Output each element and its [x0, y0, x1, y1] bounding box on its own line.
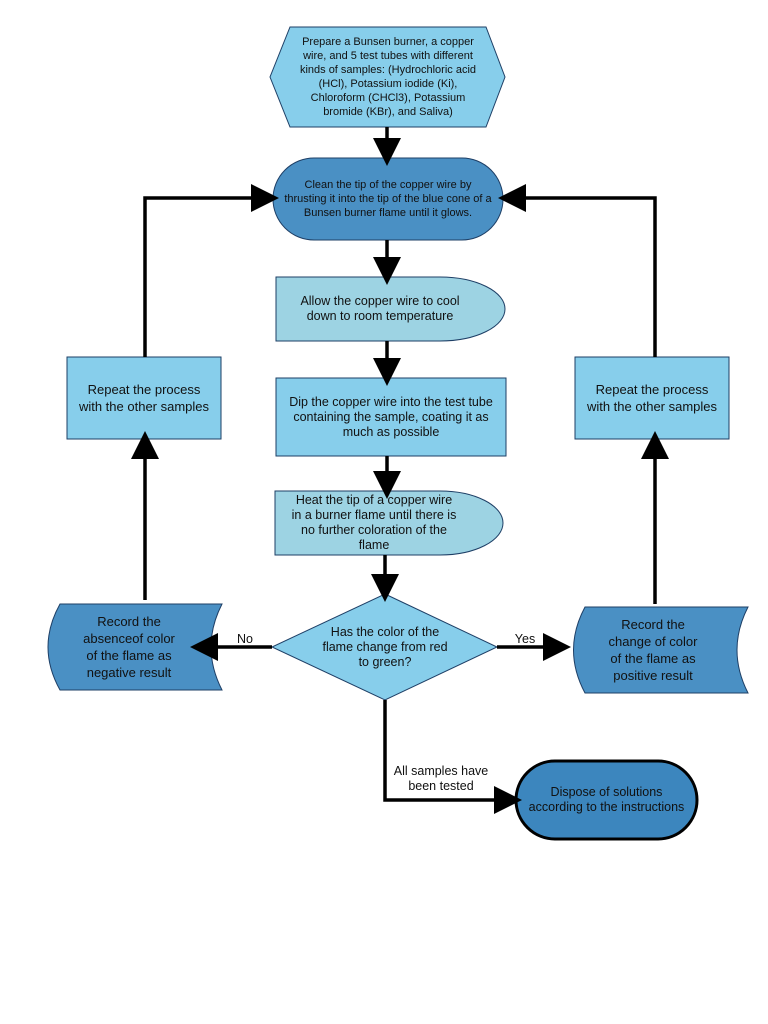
repeat-left-shape [66, 356, 222, 440]
heat-text: Heat the tip of a copper wire in a burne… [291, 493, 457, 552]
connector-decision-dispose [383, 700, 522, 814]
connector-repeat-left-clean [143, 184, 279, 357]
edge-label-all-tested: All samples have been tested [393, 764, 489, 793]
dip-shape [275, 377, 507, 457]
node-prepare: Prepare a Bunsen burner, a copper wire, … [282, 29, 494, 125]
connector-repeat-right-clean [498, 184, 657, 357]
node-decision: Has the color of the flame change from r… [310, 612, 460, 682]
cool-text: Allow the copper wire to cool down to ro… [300, 294, 460, 323]
dip-text: Dip the copper wire into the test tube c… [289, 394, 493, 439]
node-repeat-left: Repeat the process with the other sample… [67, 357, 221, 439]
edge-label-yes: Yes [514, 632, 536, 646]
record-positive-shape [573, 606, 749, 694]
heat-shape [274, 490, 504, 556]
record-negative-text: Record the absenceof color of the flame … [83, 614, 175, 680]
prepare-text: Prepare a Bunsen burner, a copper wire, … [299, 36, 477, 118]
node-record-positive: Record the change of color of the flame … [580, 607, 726, 693]
node-repeat-right: Repeat the process with the other sample… [575, 357, 729, 439]
node-dispose: Dispose of solutions according to the in… [520, 764, 693, 836]
repeat-right-shape [574, 356, 730, 440]
prepare-shape [269, 26, 506, 128]
node-cool: Allow the copper wire to cool down to ro… [280, 279, 480, 339]
clean-text: Clean the tip of the copper wire by thru… [284, 179, 492, 219]
edge-label-no: No [237, 632, 253, 646]
dispose-text: Dispose of solutions according to the in… [528, 785, 685, 814]
repeat-right-text: Repeat the process with the other sample… [586, 382, 718, 414]
cool-shape [275, 276, 506, 342]
node-clean: Clean the tip of the copper wire by thru… [276, 162, 500, 236]
node-dip: Dip the copper wire into the test tube c… [278, 380, 504, 454]
repeat-left-text: Repeat the process with the other sample… [78, 382, 210, 414]
node-heat: Heat the tip of a copper wire in a burne… [276, 492, 472, 554]
decision-text: Has the color of the flame change from r… [322, 624, 448, 669]
record-negative-shape [47, 603, 223, 691]
record-positive-text: Record the change of color of the flame … [608, 617, 698, 683]
node-record-negative: Record the absenceof color of the flame … [60, 604, 198, 690]
